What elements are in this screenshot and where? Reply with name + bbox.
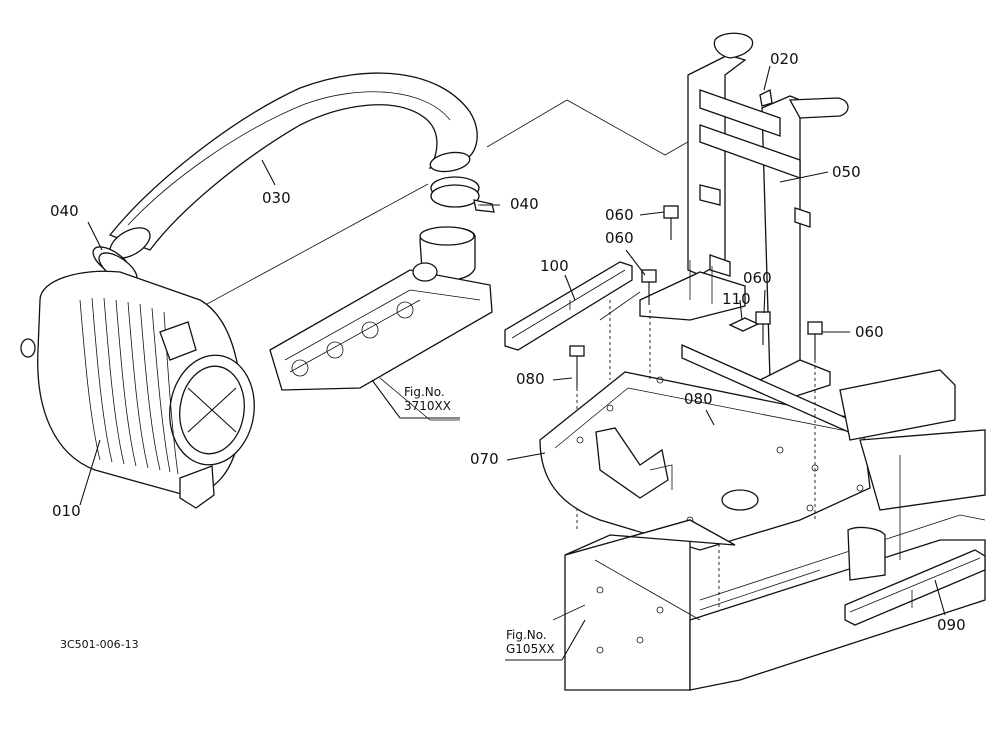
callout-060-right: 060 (743, 269, 772, 287)
fig-ref-frame-title: Fig.No. (506, 628, 547, 642)
drawing-code: 3C501-006-13 (60, 638, 139, 651)
bolt-080-left (569, 345, 585, 530)
callout-080-right: 080 (684, 390, 713, 408)
callout-040-right: 040 (510, 195, 539, 213)
callout-030: 030 (262, 189, 291, 207)
bolt-060-far-right (807, 321, 823, 360)
bolt-060-right (755, 311, 771, 345)
bolt-060-mid (641, 269, 657, 305)
intake-manifold (269, 226, 493, 421)
callout-050: 050 (832, 163, 861, 181)
rail-090 (844, 549, 986, 626)
intake-hose (108, 72, 478, 259)
callout-010: 010 (52, 502, 81, 520)
fig-ref-engine: Fig.No. 3710XX (404, 385, 451, 414)
callout-060-mid: 060 (605, 229, 634, 247)
fig-ref-frame: Fig.No. G105XX (506, 628, 555, 657)
leader-lines (79, 65, 946, 616)
callout-040-left: 040 (50, 202, 79, 220)
pad (728, 317, 760, 332)
rail-100 (504, 261, 633, 351)
bolt-060-top (663, 205, 679, 240)
callout-110: 110 (722, 290, 751, 308)
floor-plate (539, 300, 871, 551)
air-cleaner-bracket (639, 32, 849, 399)
callout-020: 020 (770, 50, 799, 68)
fig-ref-engine-title: Fig.No. (404, 385, 445, 399)
hose-clamp-right (430, 176, 500, 213)
fig-ref-engine-number: 3710XX (404, 398, 451, 413)
callout-100: 100 (540, 257, 569, 275)
callout-060-far-right: 060 (855, 323, 884, 341)
callout-060-top: 060 (605, 206, 634, 224)
callout-080-left: 080 (516, 370, 545, 388)
fig-ref-frame-number: G105XX (506, 641, 555, 656)
callout-090: 090 (937, 616, 966, 634)
air-cleaner (20, 270, 255, 509)
fig-ref-leaders (371, 379, 586, 661)
callout-070: 070 (470, 450, 499, 468)
